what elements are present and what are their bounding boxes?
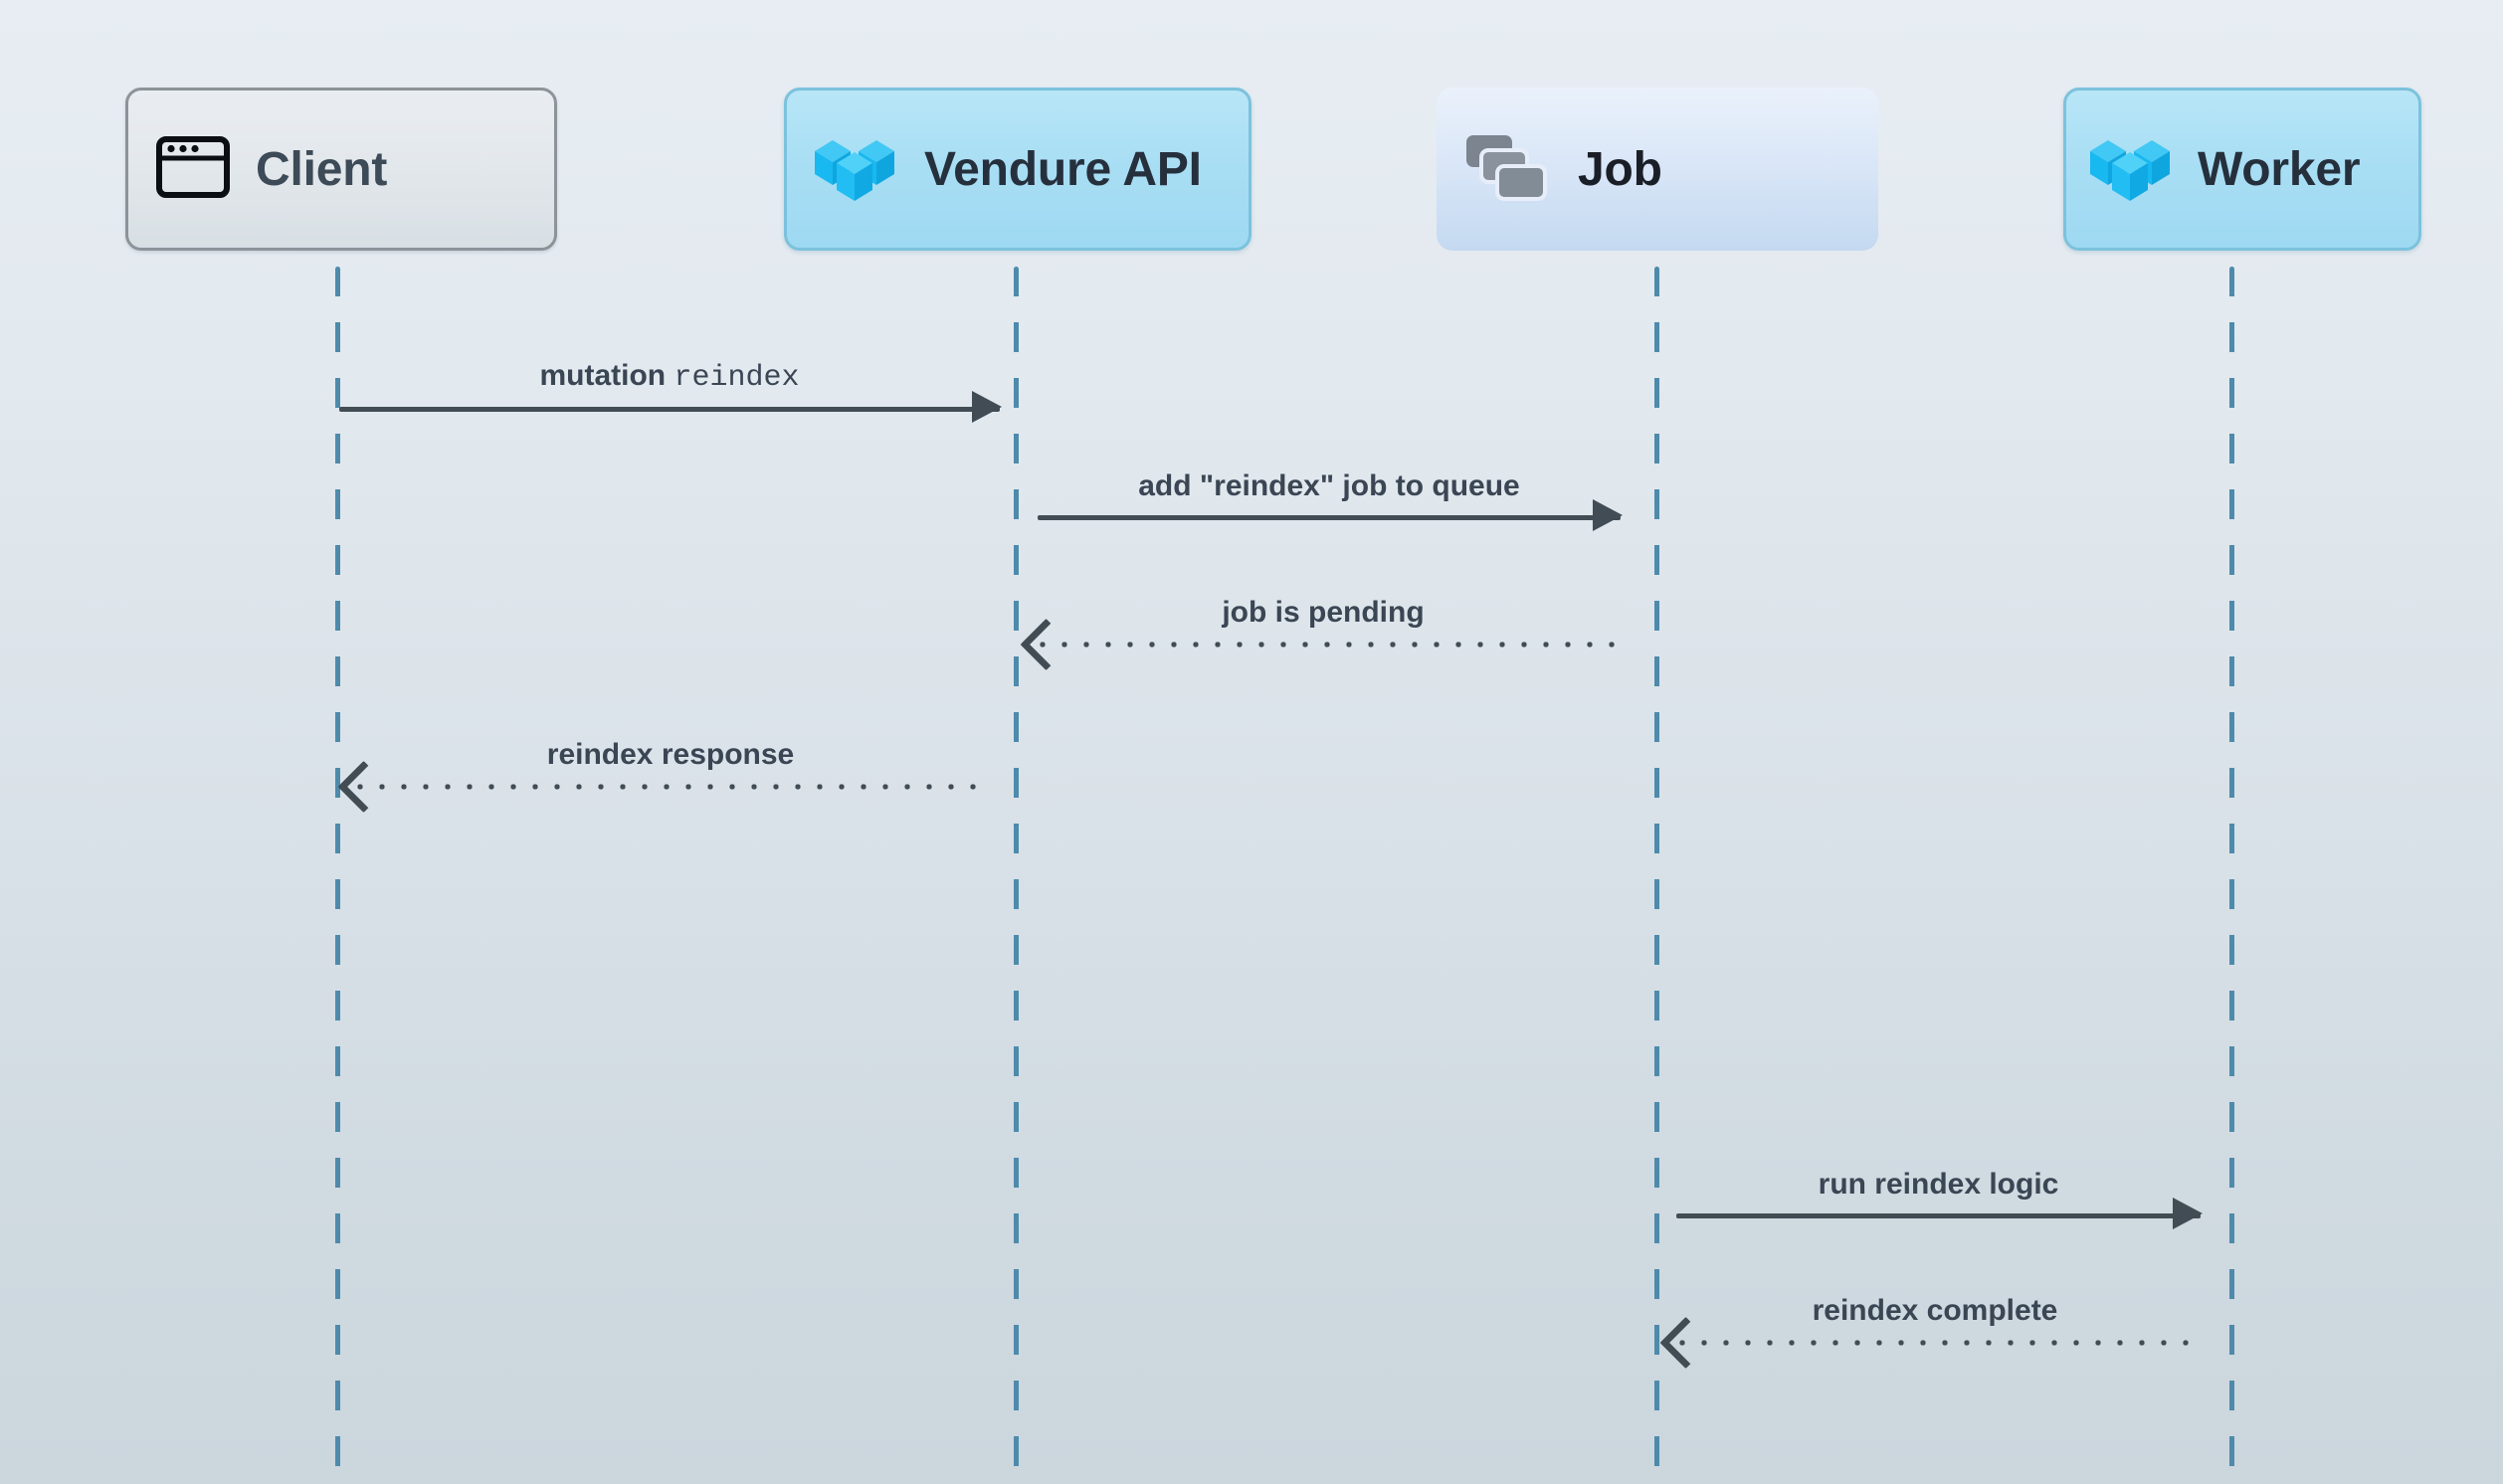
message-label-run-reindex-logic: run reindex logic — [1818, 1168, 2059, 1201]
actor-label-worker: Worker — [2198, 142, 2361, 196]
message-line-dotted — [349, 784, 992, 790]
lifeline-client — [335, 267, 340, 1484]
message-line-solid — [1038, 515, 1621, 520]
actor-label-client: Client — [256, 142, 388, 196]
message-label-job-is-pending: job is pending — [1222, 596, 1425, 629]
message-line-solid — [1676, 1213, 2201, 1218]
message-line-dotted — [1032, 642, 1615, 648]
lifeline-worker — [2229, 267, 2234, 1484]
message-label-reindex-complete: reindex complete — [1812, 1294, 2058, 1327]
message-label-add-reindex-job-to-queue: add "reindex" job to queue — [1138, 469, 1520, 502]
actor-box-vendure-api[interactable]: Vendure API — [784, 88, 1252, 251]
stacked-cards-icon — [1464, 131, 1548, 208]
message-label-mutation-reindex: mutation reindex — [539, 359, 800, 395]
vendure-cubes-logo-icon — [813, 129, 896, 210]
actor-box-client[interactable]: Client — [125, 88, 557, 251]
browser-window-icon — [156, 135, 230, 203]
actor-box-worker[interactable]: Worker — [2063, 88, 2421, 251]
message-line-dotted — [1671, 1340, 2199, 1346]
arrow-head-right-icon — [2173, 1198, 2203, 1229]
actor-box-job[interactable]: Job — [1437, 88, 1878, 251]
message-label-reindex-response: reindex response — [546, 738, 795, 771]
arrow-head-right-icon — [972, 391, 1002, 423]
message-line-solid — [339, 407, 1000, 412]
actor-label-job: Job — [1578, 142, 1662, 196]
lifeline-vendure-api — [1014, 267, 1019, 1484]
vendure-cubes-logo-icon — [2088, 129, 2172, 210]
arrow-head-right-icon — [1593, 499, 1623, 531]
actor-label-vendure-api: Vendure API — [924, 142, 1202, 196]
lifeline-job — [1654, 267, 1659, 1484]
